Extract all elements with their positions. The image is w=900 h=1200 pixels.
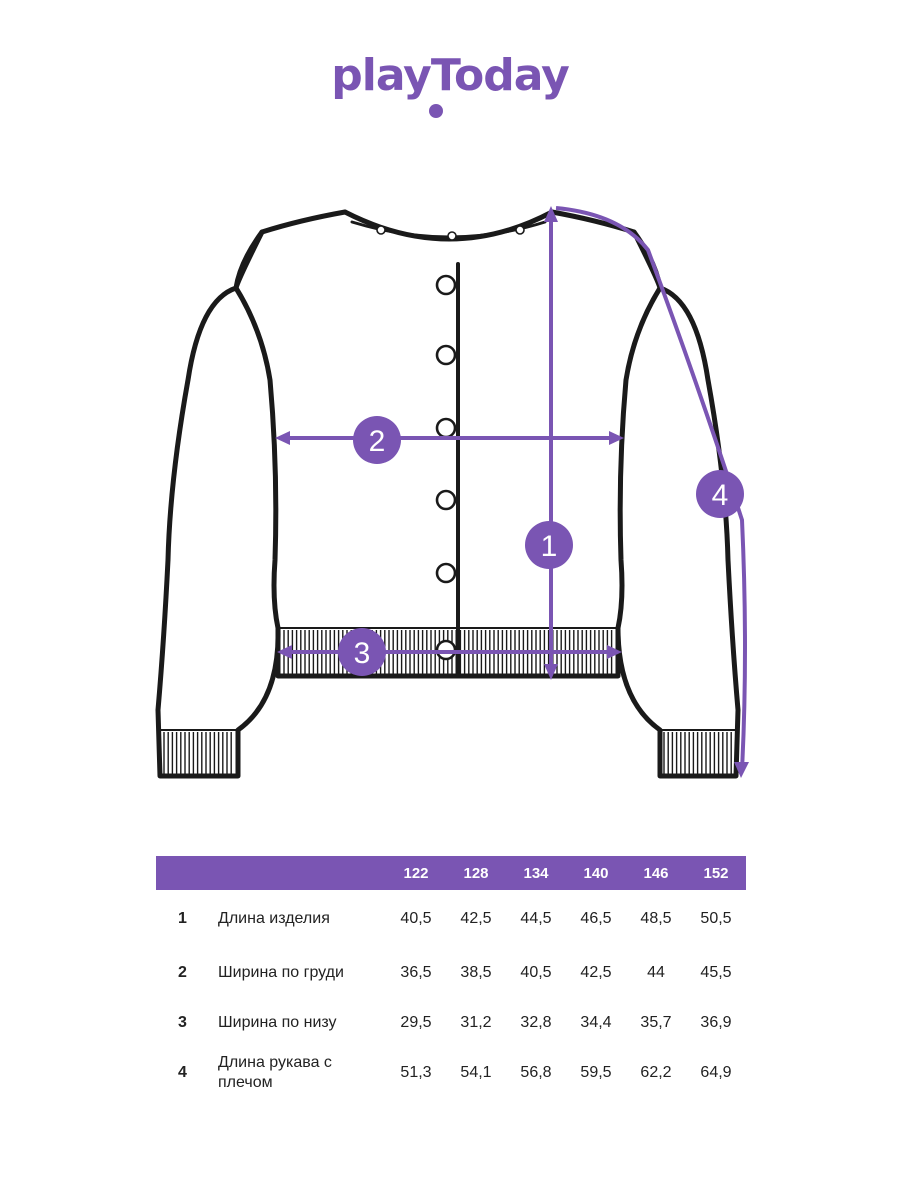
table-row: 1 Длина изделия 40,5 42,5 44,5 46,5 48,5 50,5 bbox=[156, 890, 746, 948]
left-sleeve bbox=[155, 229, 281, 779]
size-header: 140 bbox=[566, 856, 626, 890]
measure-sleeve-arrow-bottom bbox=[734, 762, 749, 778]
row-number: 1 bbox=[178, 910, 187, 927]
measurement-cell: 40,5 bbox=[400, 910, 432, 927]
size-header: 128 bbox=[446, 856, 506, 890]
row-label: Длина рукава с плечом bbox=[218, 1054, 332, 1091]
measurement-cell: 62,2 bbox=[640, 1064, 672, 1081]
svg-text:2: 2 bbox=[369, 425, 386, 458]
measurement-cell: 36,5 bbox=[400, 964, 432, 981]
measure-length-arrow-bottom bbox=[544, 664, 558, 680]
measurement-cell: 56,8 bbox=[520, 1064, 552, 1081]
measurement-cell: 50,5 bbox=[700, 910, 732, 927]
table-row: 2 Ширина по груди 36,5 38,5 40,5 42,5 44 45,5 bbox=[156, 948, 746, 998]
measurement-cell: 29,5 bbox=[400, 1014, 432, 1031]
measure-sleeve-line bbox=[555, 206, 747, 771]
row-number: 4 bbox=[178, 1064, 187, 1081]
measurement-cell: 45,5 bbox=[700, 964, 732, 981]
header-blank bbox=[218, 856, 386, 890]
measurement-cell: 64,9 bbox=[700, 1064, 732, 1081]
left-cuff-rib bbox=[163, 732, 232, 774]
logo-text: playToday bbox=[331, 50, 570, 101]
size-table: 122 128 134 140 146 152 1 Длина изделия 40… bbox=[156, 856, 746, 1098]
brand-logo: playToday bbox=[0, 50, 900, 130]
svg-text:4: 4 bbox=[712, 479, 729, 512]
measurement-cell: 44 bbox=[647, 964, 665, 981]
header-blank bbox=[156, 856, 218, 890]
measurement-cell: 42,5 bbox=[580, 964, 612, 981]
measurement-cell: 48,5 bbox=[640, 910, 672, 927]
garment-diagram: 1 2 3 4 bbox=[155, 206, 749, 779]
measure-chest-arrow-right bbox=[609, 431, 624, 445]
measurement-cell: 32,8 bbox=[520, 1014, 552, 1031]
buttons bbox=[435, 274, 457, 661]
measurement-cell: 51,3 bbox=[400, 1064, 432, 1081]
right-cuff-rib bbox=[663, 732, 732, 774]
collar-pips bbox=[376, 225, 525, 241]
row-label: Длина изделия bbox=[218, 910, 330, 927]
measure-chest-arrow-left bbox=[275, 431, 290, 445]
measurement-cell: 44,5 bbox=[520, 910, 552, 927]
row-label: Ширина по груди bbox=[218, 964, 344, 981]
svg-text:1: 1 bbox=[541, 530, 558, 563]
size-header: 152 bbox=[686, 856, 746, 890]
measurement-cell: 38,5 bbox=[460, 964, 492, 981]
measure-hem-arrow-left bbox=[277, 645, 292, 659]
size-header: 146 bbox=[626, 856, 686, 890]
measure-length-arrow-top bbox=[544, 206, 558, 222]
measurement-cell: 36,9 bbox=[700, 1014, 732, 1031]
size-header-row: 122 128 134 140 146 152 bbox=[156, 856, 746, 890]
marker-1: 1 bbox=[525, 521, 573, 569]
logo-dot bbox=[429, 104, 443, 118]
row-number: 3 bbox=[178, 1014, 187, 1031]
measurement-cell: 31,2 bbox=[460, 1014, 492, 1031]
measurement-cell: 34,4 bbox=[580, 1014, 612, 1031]
measurement-cell: 46,5 bbox=[580, 910, 612, 927]
measure-hem-arrow-right bbox=[607, 645, 622, 659]
svg-text:3: 3 bbox=[354, 637, 371, 670]
table-row: 4 Длина рукава с плечом 51,3 54,1 56,8 59,5 62… bbox=[156, 1048, 746, 1098]
measurement-cell: 59,5 bbox=[580, 1064, 612, 1081]
row-label: Ширина по низу bbox=[218, 1014, 337, 1031]
row-number: 2 bbox=[178, 964, 187, 981]
size-header: 134 bbox=[506, 856, 566, 890]
table-row: 3 Ширина по низу 29,5 31,2 32,8 34,4 35,7 36,9 bbox=[156, 998, 746, 1048]
marker-3: 3 bbox=[338, 628, 386, 676]
size-header: 122 bbox=[386, 856, 446, 890]
marker-4: 4 bbox=[696, 470, 744, 518]
measurement-cell: 40,5 bbox=[520, 964, 552, 981]
measurement-cell: 42,5 bbox=[460, 910, 492, 927]
marker-2: 2 bbox=[353, 416, 401, 464]
measurement-cell: 54,1 bbox=[460, 1064, 492, 1081]
measurement-cell: 35,7 bbox=[640, 1014, 672, 1031]
